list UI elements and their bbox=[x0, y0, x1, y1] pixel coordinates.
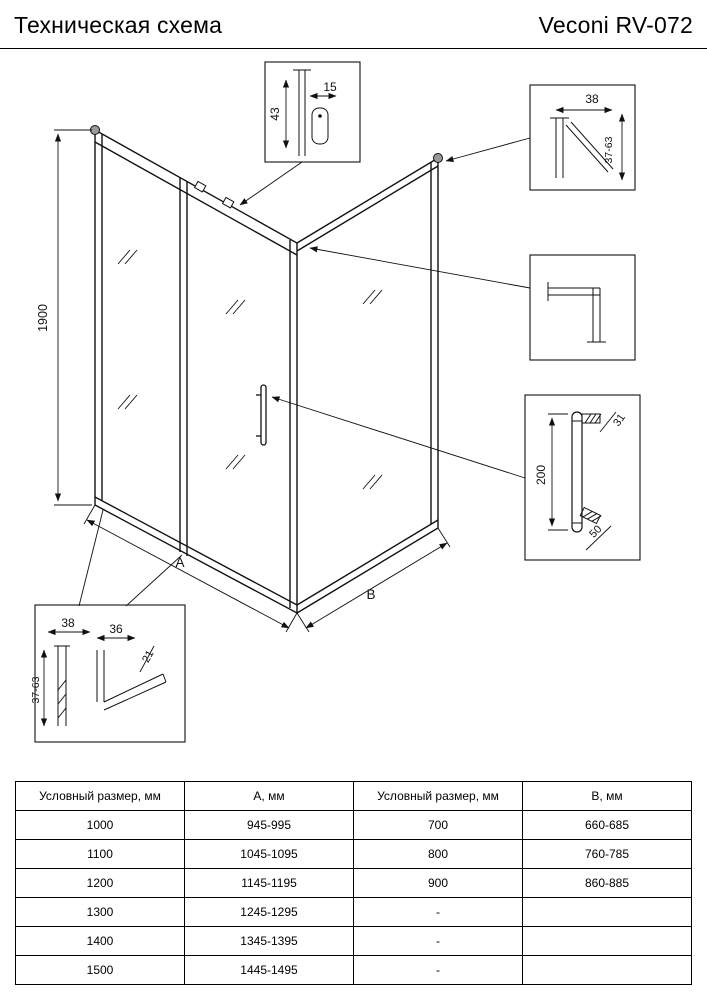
table-row: 1000 945-995 700 660-685 bbox=[15, 810, 692, 840]
table-cell: 1245-1295 bbox=[184, 897, 354, 927]
table-cell: 800 bbox=[353, 839, 523, 869]
detail-handle bbox=[548, 411, 617, 551]
dim-bottom-inner-label: 36 bbox=[109, 622, 123, 636]
dim-width-label: A bbox=[175, 555, 184, 570]
table-cell: 945-995 bbox=[184, 810, 354, 840]
table-cell: 1100 bbox=[15, 839, 185, 869]
dim-top-height-label: 43 bbox=[268, 107, 282, 121]
table-cell: 1345-1395 bbox=[184, 926, 354, 956]
dimension-lines bbox=[54, 129, 451, 633]
dim-handle-length-label: 200 bbox=[534, 465, 548, 485]
detail-wall-profile-box bbox=[529, 84, 636, 191]
table-cell bbox=[522, 955, 692, 985]
table-row: 1200 1145-1195 900 860-885 bbox=[15, 868, 692, 898]
dimension-labels: 1900 A B 15 43 38 37-63 200 31 50 38 36 … bbox=[30, 80, 628, 703]
detail-boxes bbox=[34, 61, 641, 743]
table-row: 1400 1345-1395 - bbox=[15, 926, 692, 956]
table-cell: 900 bbox=[353, 868, 523, 898]
shower-enclosure-frame bbox=[94, 128, 439, 615]
table-cell: 760-785 bbox=[522, 839, 692, 869]
dim-wall-width-label: 38 bbox=[585, 92, 599, 106]
glass-marks bbox=[117, 249, 383, 490]
table-cell: - bbox=[353, 955, 523, 985]
dim-bottom-depth-label: 21 bbox=[140, 648, 156, 664]
table-cell: 1200 bbox=[15, 868, 185, 898]
size-table-wrap: Условный размер, мм A, мм Условный разме… bbox=[15, 781, 692, 985]
page-header: Техническая схема Veconi RV-072 bbox=[0, 0, 707, 49]
table-row: 1500 1445-1495 - bbox=[15, 955, 692, 985]
table-cell: - bbox=[353, 897, 523, 927]
table-row: 1100 1045-1095 800 760-785 bbox=[15, 839, 692, 869]
dim-height-label: 1900 bbox=[36, 304, 50, 332]
table-cell bbox=[522, 926, 692, 956]
table-cell: 1045-1095 bbox=[184, 839, 354, 869]
detail-top-rail bbox=[282, 69, 337, 156]
page-title: Техническая схема bbox=[14, 12, 223, 38]
table-cell: 1400 bbox=[15, 926, 185, 956]
dim-bottom-range-label: 37-63 bbox=[30, 676, 42, 703]
table-cell: 660-685 bbox=[522, 810, 692, 840]
col-header-size-a: Условный размер, мм bbox=[15, 781, 185, 811]
table-cell: - bbox=[353, 926, 523, 956]
col-header-size-b: Условный размер, мм bbox=[353, 781, 523, 811]
table-cell bbox=[522, 897, 692, 927]
table-cell: 1445-1495 bbox=[184, 955, 354, 985]
size-table: Условный размер, мм A, мм Условный разме… bbox=[15, 781, 692, 985]
col-header-b: B, мм bbox=[522, 781, 692, 811]
dim-wall-range-label: 37-63 bbox=[603, 136, 615, 163]
detail-bottom-rail bbox=[40, 628, 167, 727]
corner-cap-right bbox=[433, 153, 443, 163]
model-name: Veconi RV-072 bbox=[538, 12, 693, 38]
col-header-a: A, мм bbox=[184, 781, 354, 811]
door-handle bbox=[256, 384, 267, 446]
table-row: 1300 1245-1295 - bbox=[15, 897, 692, 927]
technical-drawing: 1900 A B 15 43 38 37-63 200 31 50 38 36 … bbox=[30, 61, 641, 743]
table-cell: 1000 bbox=[15, 810, 185, 840]
table-cell: 1145-1195 bbox=[184, 868, 354, 898]
table-cell: 1500 bbox=[15, 955, 185, 985]
detail-leaders bbox=[78, 137, 531, 607]
dim-depth-label: B bbox=[366, 587, 375, 602]
table-cell: 1300 bbox=[15, 897, 185, 927]
table-cell: 860-885 bbox=[522, 868, 692, 898]
dim-top-gap-label: 15 bbox=[323, 80, 337, 94]
dim-bottom-width-label: 38 bbox=[61, 616, 75, 630]
detail-wall-profile bbox=[550, 106, 626, 181]
detail-corner-profile bbox=[547, 282, 606, 343]
dim-handle-knob-label: 31 bbox=[611, 412, 628, 429]
table-cell: 700 bbox=[353, 810, 523, 840]
table-header-row: Условный размер, мм A, мм Условный разме… bbox=[15, 781, 692, 811]
handle-bottom-mount bbox=[579, 506, 602, 525]
door-rollers bbox=[193, 180, 235, 209]
handle-top-mount bbox=[581, 413, 602, 424]
detail-corner-profile-box bbox=[529, 254, 636, 361]
